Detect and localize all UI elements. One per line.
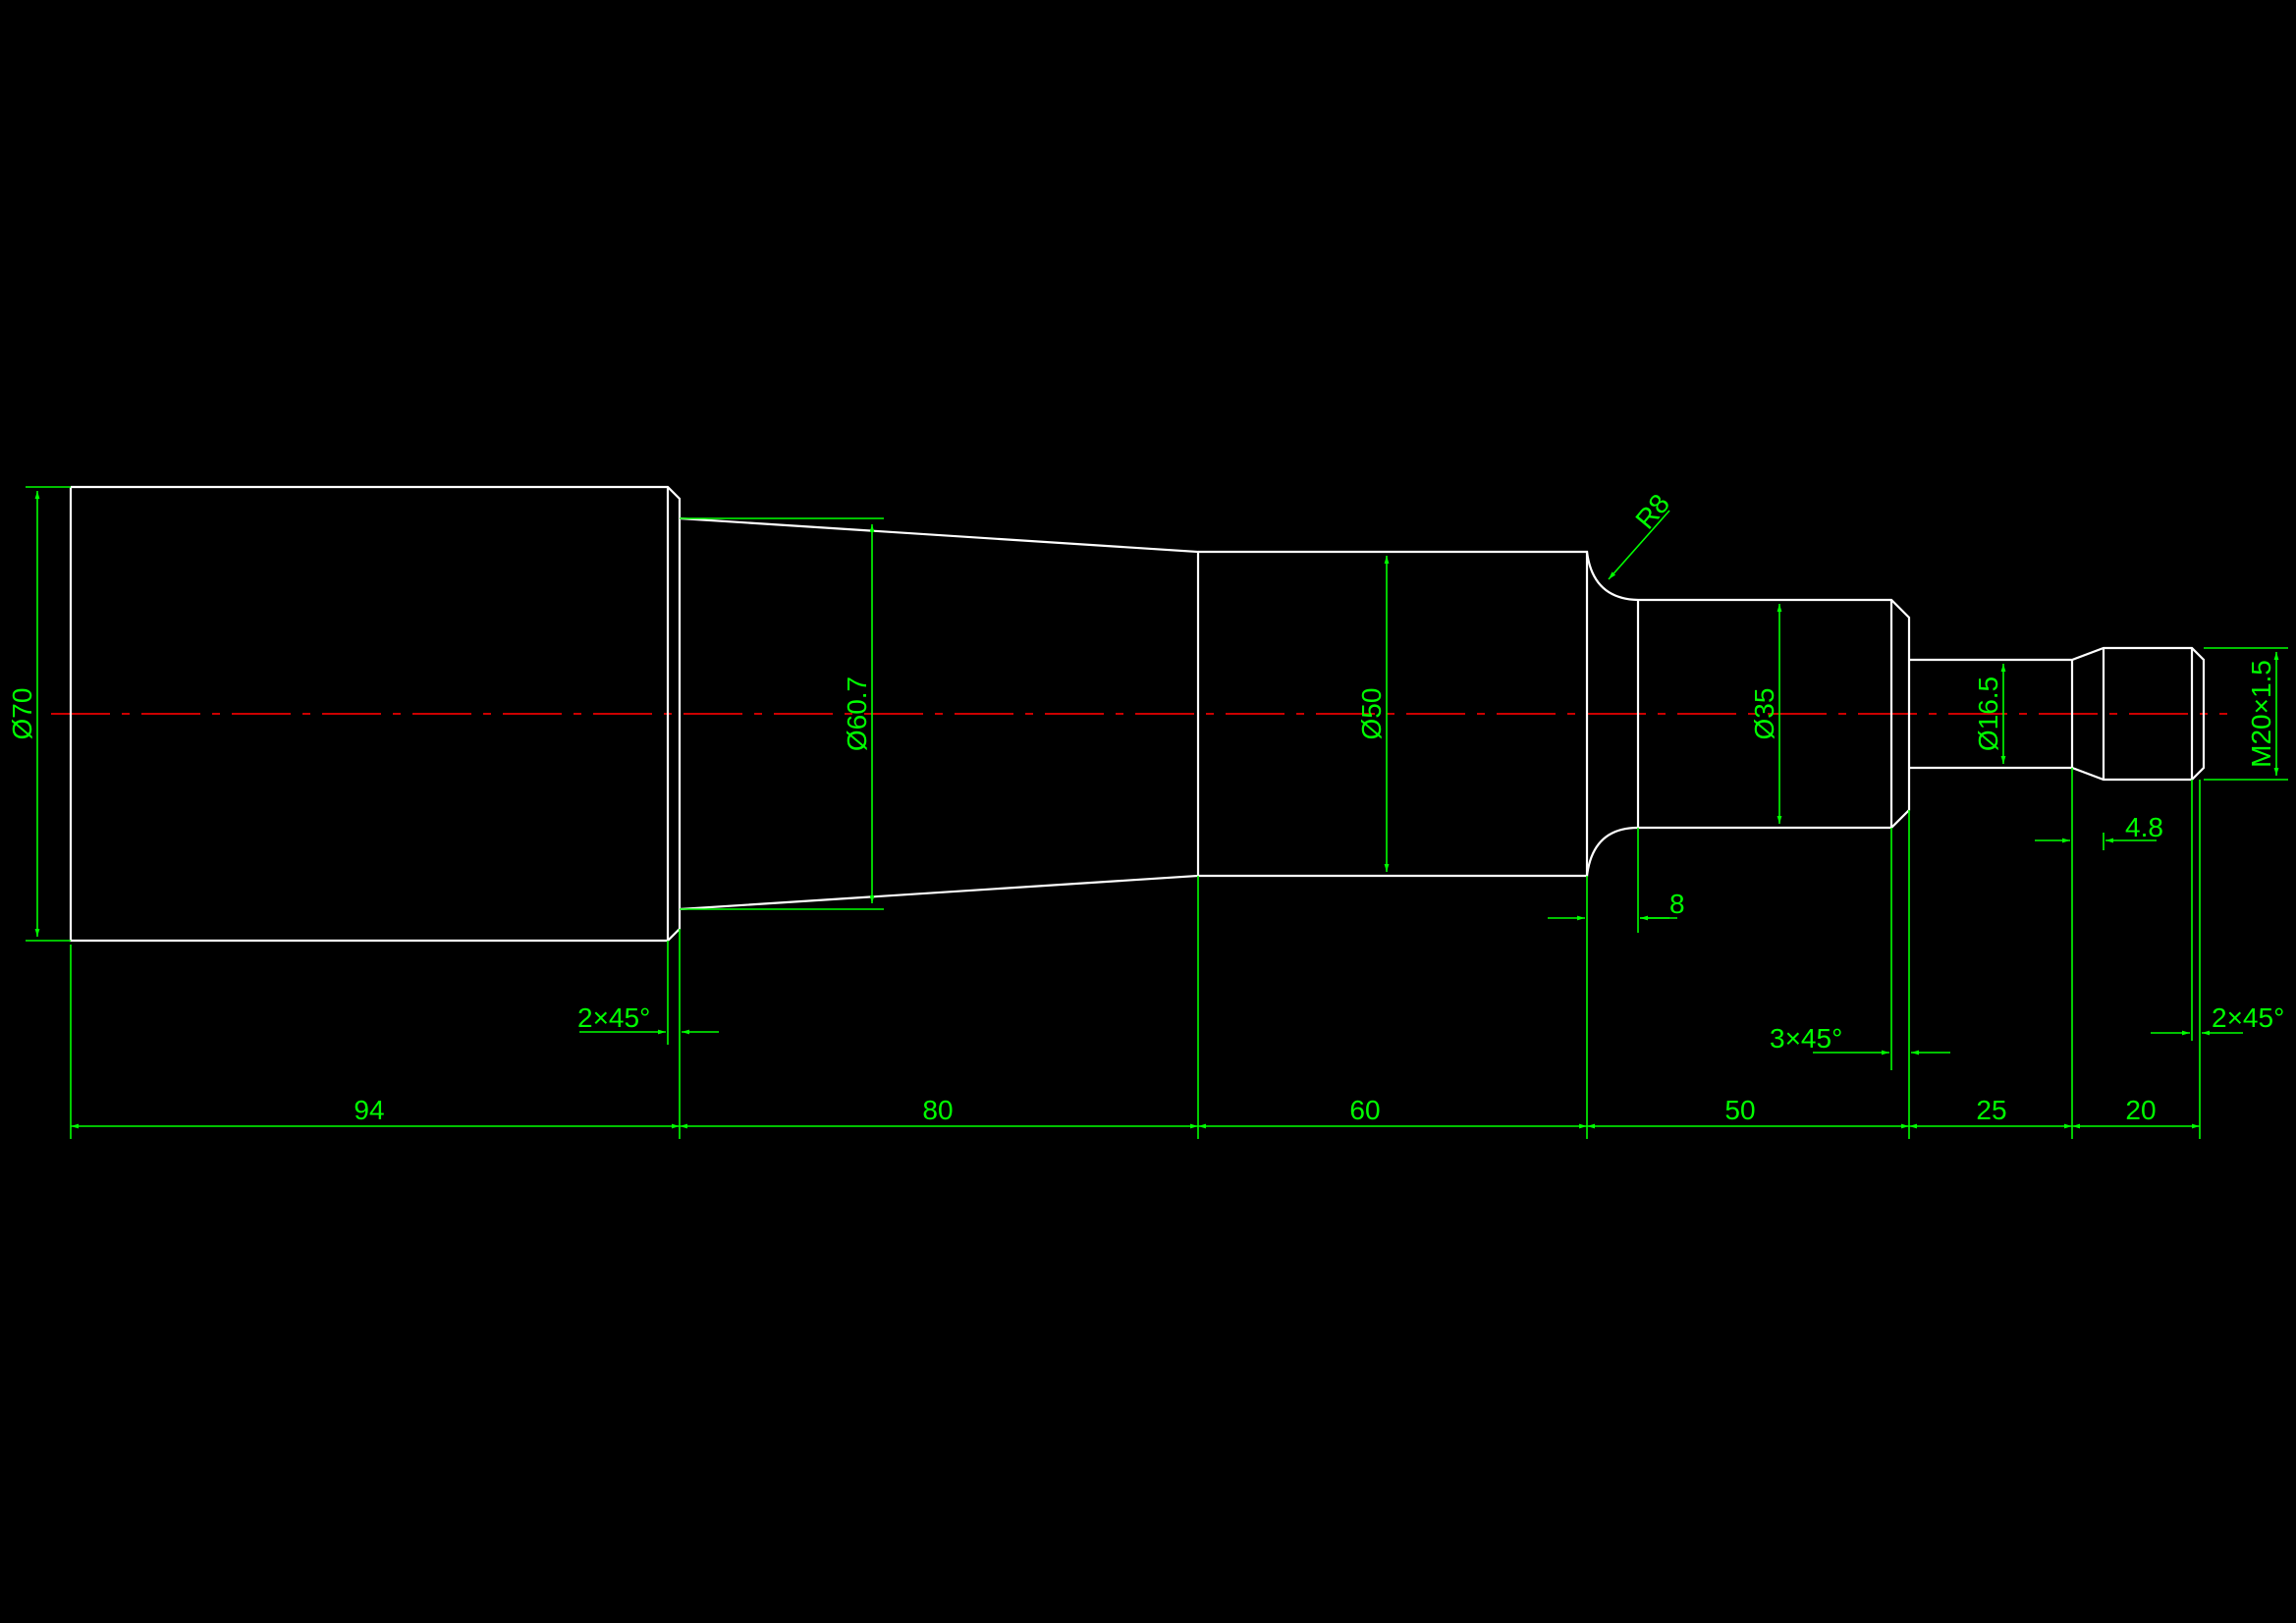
section-d50: [1198, 550, 1589, 878]
label-d50: Ø50: [1356, 688, 1387, 740]
label-thread: M20×1.5: [2246, 660, 2276, 768]
dimensions: [26, 486, 2288, 1139]
label-l50: 50: [1724, 1095, 1755, 1125]
label-r8: R8: [1629, 488, 1675, 534]
label-l25: 25: [1976, 1095, 2006, 1125]
label-chamfer-right: 2×45°: [2212, 1002, 2284, 1033]
label-d60-7: Ø60.7: [842, 676, 872, 751]
label-d16-5: Ø16.5: [1973, 676, 2003, 751]
label-d35: Ø35: [1749, 688, 1779, 740]
label-d70: Ø70: [7, 688, 37, 740]
label-chamfer-mid: 3×45°: [1770, 1023, 1842, 1054]
section-taper: [679, 516, 1200, 911]
shaft-outline: [69, 485, 2206, 943]
section-d35: [1638, 598, 1911, 830]
fillet-r8: [1585, 551, 1639, 602]
label-l20: 20: [2125, 1095, 2156, 1125]
label-l94: 94: [354, 1095, 384, 1125]
label-l80: 80: [922, 1095, 953, 1125]
section-d16-5: [1909, 646, 2206, 782]
dim-line-r8: [1608, 510, 1670, 580]
label-l60: 60: [1349, 1095, 1380, 1125]
label-fillet-width: 8: [1669, 889, 1685, 919]
label-groove-width: 4.8: [2125, 812, 2163, 842]
label-chamfer-left: 2×45°: [577, 1002, 650, 1033]
